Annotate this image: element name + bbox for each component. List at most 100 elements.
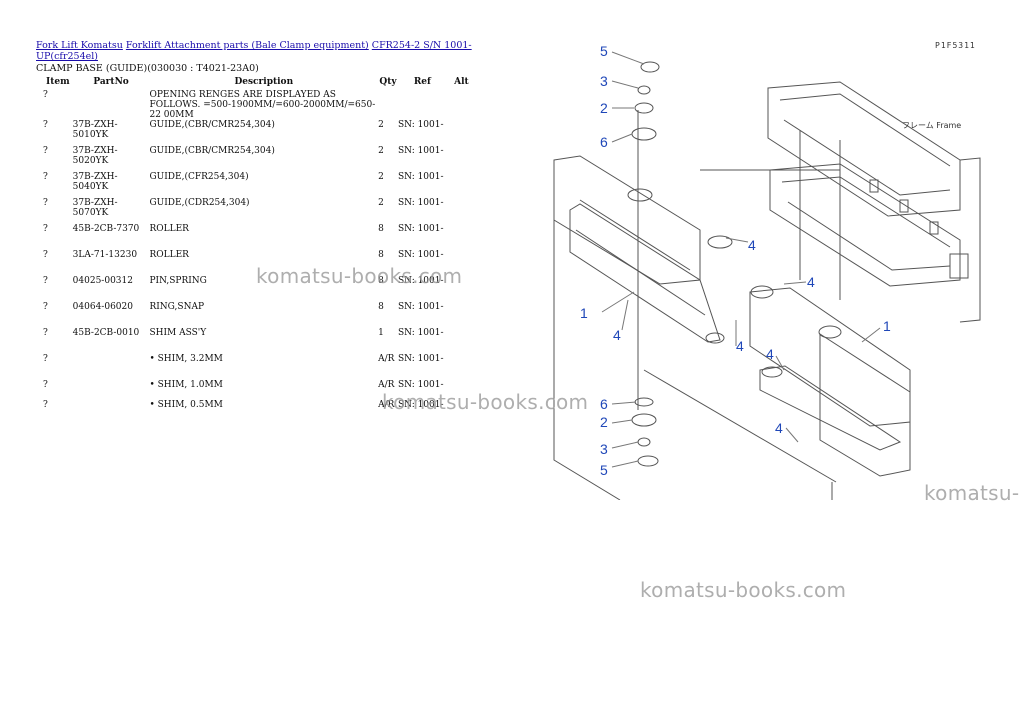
cell-description: ROLLER — [149, 224, 189, 234]
cell-alt — [447, 328, 476, 354]
breadcrumb: Fork Lift Komatsu Forklift Attachment pa… — [36, 40, 476, 62]
col-header-description: Description — [234, 77, 294, 87]
table-row: ? 37B-ZXH-5010YK GUIDE,(CBR/CMR254,304) … — [36, 120, 476, 146]
cell-alt — [447, 276, 476, 302]
breadcrumb-link-brand[interactable]: Fork Lift Komatsu — [36, 40, 123, 51]
cell-item: ? — [43, 198, 48, 208]
callout-4-e: 4 — [766, 346, 774, 362]
cell-qty: A/R — [378, 380, 395, 390]
cell-qty: 2 — [378, 172, 384, 182]
breadcrumb-link-model[interactable]: CFR254-2 S/N 1001-UP(cfr254el) — [36, 40, 472, 62]
col-header-qty: Qty — [379, 77, 397, 87]
cell-qty: 8 — [378, 250, 384, 260]
cell-item: ? — [43, 120, 48, 130]
cell-alt — [447, 302, 476, 328]
cell-ref: SN: 1001- — [397, 172, 444, 182]
cell-qty: 2 — [378, 120, 384, 130]
cell-alt — [447, 354, 476, 380]
cell-ref: SN: 1001- — [397, 380, 444, 390]
table-row: ? 04025-00312 PIN,SPRING 8 SN: 1001- — [36, 276, 476, 302]
bottom-exploded-parts — [631, 397, 659, 467]
cell-qty — [378, 90, 398, 120]
cell-alt — [447, 90, 476, 120]
callout-4-b: 4 — [807, 274, 815, 290]
cell-ref: SN: 1001- — [397, 328, 444, 338]
cell-partno: 45B-2CB-0010 — [72, 328, 140, 338]
cell-ref: SN: 1001- — [397, 302, 444, 312]
right-clamp-arm — [643, 169, 911, 500]
cell-item: ? — [43, 146, 48, 156]
cell-item: ? — [43, 354, 48, 364]
cell-item: ? — [43, 302, 48, 312]
figure-code: P1F5311 — [935, 41, 976, 50]
parts-diagram: フレーム Frame 5 3 2 6 4 4 1 4 1 4 4 4 6 2 3… — [540, 30, 1024, 501]
cell-qty: A/R — [378, 354, 395, 364]
col-header-partno: PartNo — [93, 77, 129, 87]
callout-4-a: 4 — [748, 237, 756, 253]
callout-leaders — [601, 51, 881, 468]
table-row: ? • SHIM, 0.5MM A/R SN: 1001- — [36, 400, 476, 420]
cell-item: ? — [43, 380, 48, 390]
table-row: ? • SHIM, 3.2MM A/R SN: 1001- — [36, 354, 476, 380]
col-header-item: Item — [46, 77, 70, 87]
callout-2-bottom: 2 — [600, 414, 608, 430]
table-row: ? 45B-2CB-0010 SHIM ASS'Y 1 SN: 1001- — [36, 328, 476, 354]
cell-ref: SN: 1001- — [397, 276, 444, 286]
cell-alt — [447, 250, 476, 276]
frame-drawing — [767, 81, 981, 323]
callout-5-top: 5 — [600, 43, 608, 59]
cell-qty: 2 — [378, 198, 384, 208]
parts-table: Item PartNo Description Qty Ref Alt ? OP… — [36, 76, 476, 420]
cell-ref: SN: 1001- — [397, 400, 444, 410]
left-clamp-arm — [553, 110, 733, 501]
cell-description: GUIDE,(CFR254,304) — [149, 172, 249, 182]
watermark: komatsu-books.com — [640, 578, 847, 602]
table-row: ? 3LA-71-13230 ROLLER 8 SN: 1001- — [36, 250, 476, 276]
cell-partno: 37B-ZXH-5070YK — [72, 198, 118, 218]
cell-item: ? — [43, 90, 48, 100]
cell-ref: SN: 1001- — [397, 120, 444, 130]
top-exploded-parts — [631, 61, 660, 141]
cell-partno: 37B-ZXH-5020YK — [72, 146, 118, 166]
parts-panel: Fork Lift Komatsu Forklift Attachment pa… — [36, 40, 476, 420]
callout-6-top: 6 — [600, 134, 608, 150]
cell-partno: 45B-2CB-7370 — [72, 224, 140, 234]
cell-partno — [73, 90, 150, 120]
table-row: ? 45B-2CB-7370 ROLLER 8 SN: 1001- — [36, 224, 476, 250]
cell-description: • SHIM, 0.5MM — [149, 400, 223, 410]
cell-description: • SHIM, 1.0MM — [149, 380, 223, 390]
cell-item: ? — [43, 328, 48, 338]
callout-4-f: 4 — [775, 420, 783, 436]
page-title: CLAMP BASE (GUIDE)(030030 : T4021-23A0) — [36, 63, 259, 74]
cell-partno — [73, 400, 150, 420]
cell-item: ? — [43, 276, 48, 286]
cell-partno — [73, 354, 150, 380]
callout-4-d: 4 — [736, 338, 744, 354]
cell-partno — [73, 380, 150, 400]
table-row: ? 04064-06020 RING,SNAP 8 SN: 1001- — [36, 302, 476, 328]
cell-alt — [447, 146, 476, 172]
table-header-row: Item PartNo Description Qty Ref Alt — [36, 76, 476, 90]
callout-5-bottom: 5 — [600, 462, 608, 478]
cell-alt — [447, 224, 476, 250]
breadcrumb-link-category[interactable]: Forklift Attachment parts (Bale Clamp eq… — [125, 40, 369, 51]
table-row: ? OPENING RENGES ARE DISPLAYED AS FOLLOW… — [36, 90, 476, 120]
cell-alt — [447, 120, 476, 146]
cell-item: ? — [43, 250, 48, 260]
cell-qty: 1 — [378, 328, 384, 338]
cell-ref: SN: 1001- — [397, 354, 444, 364]
callout-4-c: 4 — [613, 327, 621, 343]
cell-partno: 04064-06020 — [72, 302, 133, 312]
cell-item: ? — [43, 224, 48, 234]
cell-qty: 8 — [378, 224, 384, 234]
table-row: ? 37B-ZXH-5020YK GUIDE,(CBR/CMR254,304) … — [36, 146, 476, 172]
cell-description: SHIM ASS'Y — [149, 328, 207, 338]
cell-qty: 8 — [378, 302, 384, 312]
cell-ref: SN: 1001- — [397, 224, 444, 234]
table-row: ? • SHIM, 1.0MM A/R SN: 1001- — [36, 380, 476, 400]
col-header-alt: Alt — [454, 77, 469, 87]
col-header-ref: Ref — [413, 77, 431, 87]
cell-ref: SN: 1001- — [397, 198, 444, 208]
cell-partno: 3LA-71-13230 — [72, 250, 138, 260]
cell-ref: SN: 1001- — [397, 250, 444, 260]
